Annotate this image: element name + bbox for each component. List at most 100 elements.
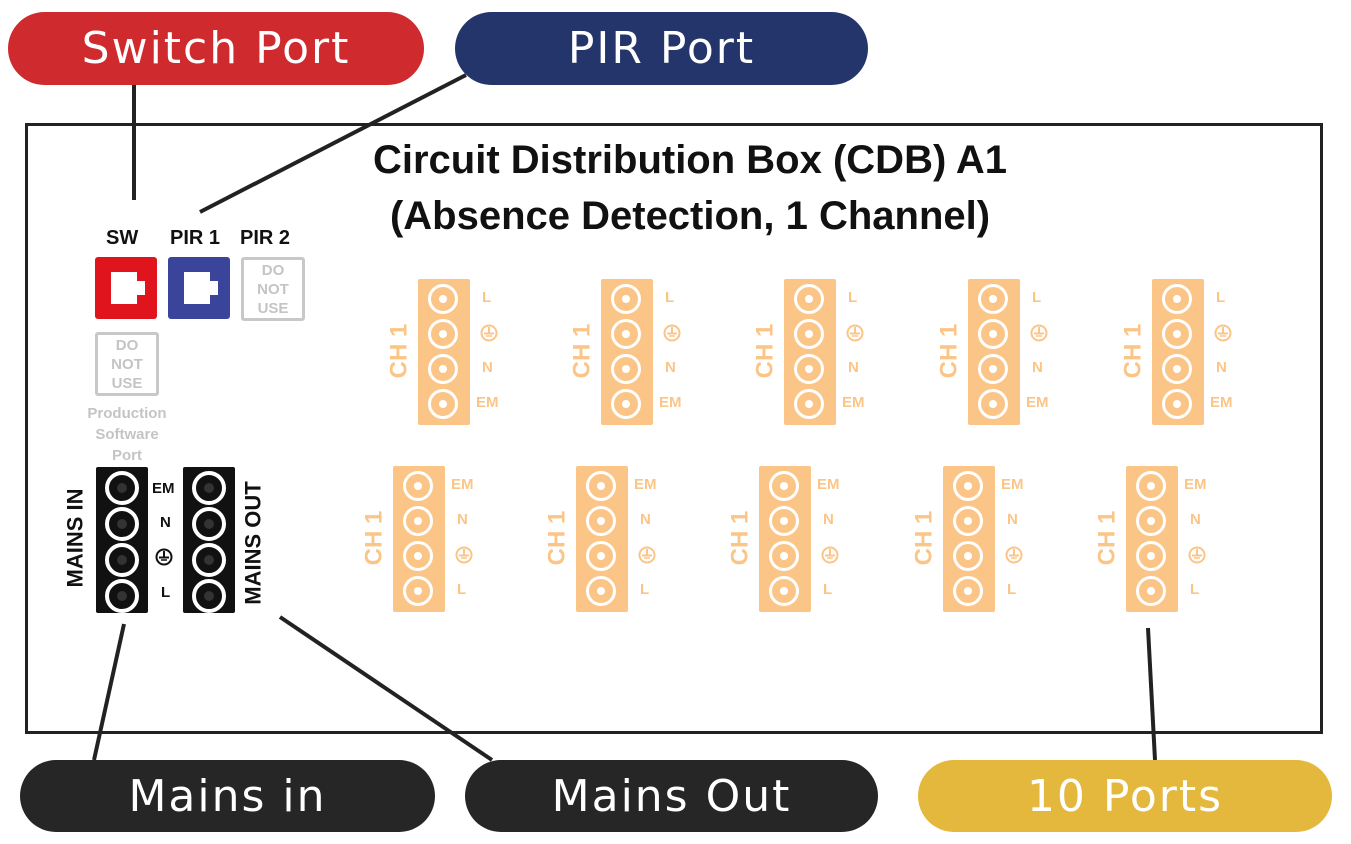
screw-icon xyxy=(794,319,824,349)
output-port-block xyxy=(1152,279,1204,425)
mains-out-callout: Mains Out xyxy=(465,760,878,832)
screw-icon xyxy=(105,579,139,613)
screw-icon xyxy=(105,471,139,505)
screw-icon xyxy=(428,389,458,419)
screw-icon xyxy=(769,576,799,606)
screw-icon xyxy=(1136,471,1166,501)
screw-icon xyxy=(978,319,1008,349)
pir1-label: PIR 1 xyxy=(170,227,221,249)
terminal-label-n: N xyxy=(1007,511,1018,528)
earth-icon xyxy=(846,324,864,342)
mains-l-label: L xyxy=(161,584,171,601)
screw-icon xyxy=(428,284,458,314)
terminal-label-em: EM xyxy=(1184,476,1207,493)
channel-label: CH 1 xyxy=(1093,510,1121,566)
screw-icon xyxy=(1136,576,1166,606)
screw-icon xyxy=(403,541,433,571)
terminal-label-l: L xyxy=(482,289,492,306)
screw-icon xyxy=(105,507,139,541)
mains-in-label: MAINS IN xyxy=(62,488,88,588)
mains-out-terminal xyxy=(183,467,235,613)
channel-label: CH 1 xyxy=(935,323,963,379)
screw-icon xyxy=(611,319,641,349)
screw-icon xyxy=(403,506,433,536)
ten-ports-callout-label: 10 Ports xyxy=(1026,770,1224,822)
rj-socket-tab xyxy=(210,281,218,295)
terminal-label-l: L xyxy=(1216,289,1226,306)
screw-icon xyxy=(403,576,433,606)
earth-icon xyxy=(155,548,173,566)
ten-ports-callout: 10 Ports xyxy=(918,760,1332,832)
screw-icon xyxy=(428,354,458,384)
output-port-block xyxy=(601,279,653,425)
screw-icon xyxy=(794,389,824,419)
screw-icon xyxy=(1162,354,1192,384)
screw-icon xyxy=(769,471,799,501)
screw-icon xyxy=(769,541,799,571)
rj-socket-icon xyxy=(184,272,210,304)
terminal-label-em: EM xyxy=(842,394,865,411)
screw-icon xyxy=(953,576,983,606)
screw-icon xyxy=(1162,319,1192,349)
terminal-label-l: L xyxy=(1190,581,1200,598)
screw-icon xyxy=(769,506,799,536)
terminal-label-em: EM xyxy=(1210,394,1233,411)
terminal-label-em: EM xyxy=(817,476,840,493)
terminal-label-l: L xyxy=(457,581,467,598)
pir2-label: PIR 2 xyxy=(240,227,291,249)
terminal-label-n: N xyxy=(1190,511,1201,528)
sw-label: SW xyxy=(106,227,139,249)
screw-icon xyxy=(1162,389,1192,419)
channel-label: CH 1 xyxy=(1119,323,1147,379)
screw-icon xyxy=(586,541,616,571)
screw-icon xyxy=(403,471,433,501)
mains-in-leader xyxy=(92,623,126,761)
screw-icon xyxy=(978,389,1008,419)
mains-n-label: N xyxy=(160,514,171,531)
output-port-block xyxy=(968,279,1020,425)
channel-label: CH 1 xyxy=(543,510,571,566)
screw-icon xyxy=(611,284,641,314)
terminal-label-n: N xyxy=(1032,359,1043,376)
pir-port-callout: PIR Port xyxy=(455,12,868,85)
screw-icon xyxy=(611,389,641,419)
cdb-box xyxy=(25,123,1323,734)
output-port-block xyxy=(943,466,995,612)
earth-icon xyxy=(1005,546,1023,564)
screw-icon xyxy=(1162,284,1192,314)
terminal-label-n: N xyxy=(665,359,676,376)
terminal-label-em: EM xyxy=(1001,476,1024,493)
screw-icon xyxy=(794,354,824,384)
terminal-label-em: EM xyxy=(1026,394,1049,411)
output-port-block xyxy=(418,279,470,425)
screw-icon xyxy=(978,284,1008,314)
pir-port-callout-label: PIR Port xyxy=(567,23,756,74)
screw-icon xyxy=(794,284,824,314)
screw-icon xyxy=(192,507,226,541)
terminal-label-n: N xyxy=(482,359,493,376)
screw-icon xyxy=(586,506,616,536)
earth-icon xyxy=(1030,324,1048,342)
box-title-line2: (Absence Detection, 1 Channel) xyxy=(389,194,991,238)
screw-icon xyxy=(953,541,983,571)
screw-icon xyxy=(1136,541,1166,571)
terminal-label-l: L xyxy=(665,289,675,306)
pir1-port-jack xyxy=(168,257,230,319)
mains-out-label: MAINS OUT xyxy=(240,481,266,605)
output-port-block xyxy=(576,466,628,612)
switch-port-callout-label: Switch Port xyxy=(81,23,351,74)
screw-icon xyxy=(611,354,641,384)
terminal-label-l: L xyxy=(1032,289,1042,306)
screw-icon xyxy=(105,543,139,577)
screw-icon xyxy=(428,319,458,349)
rj-socket-tab xyxy=(137,281,145,295)
terminal-label-em: EM xyxy=(451,476,474,493)
terminal-label-n: N xyxy=(457,511,468,528)
box-title-line1: Circuit Distribution Box (CDB) A1 xyxy=(372,138,1008,182)
output-port-block xyxy=(784,279,836,425)
terminal-label-n: N xyxy=(1216,359,1227,376)
